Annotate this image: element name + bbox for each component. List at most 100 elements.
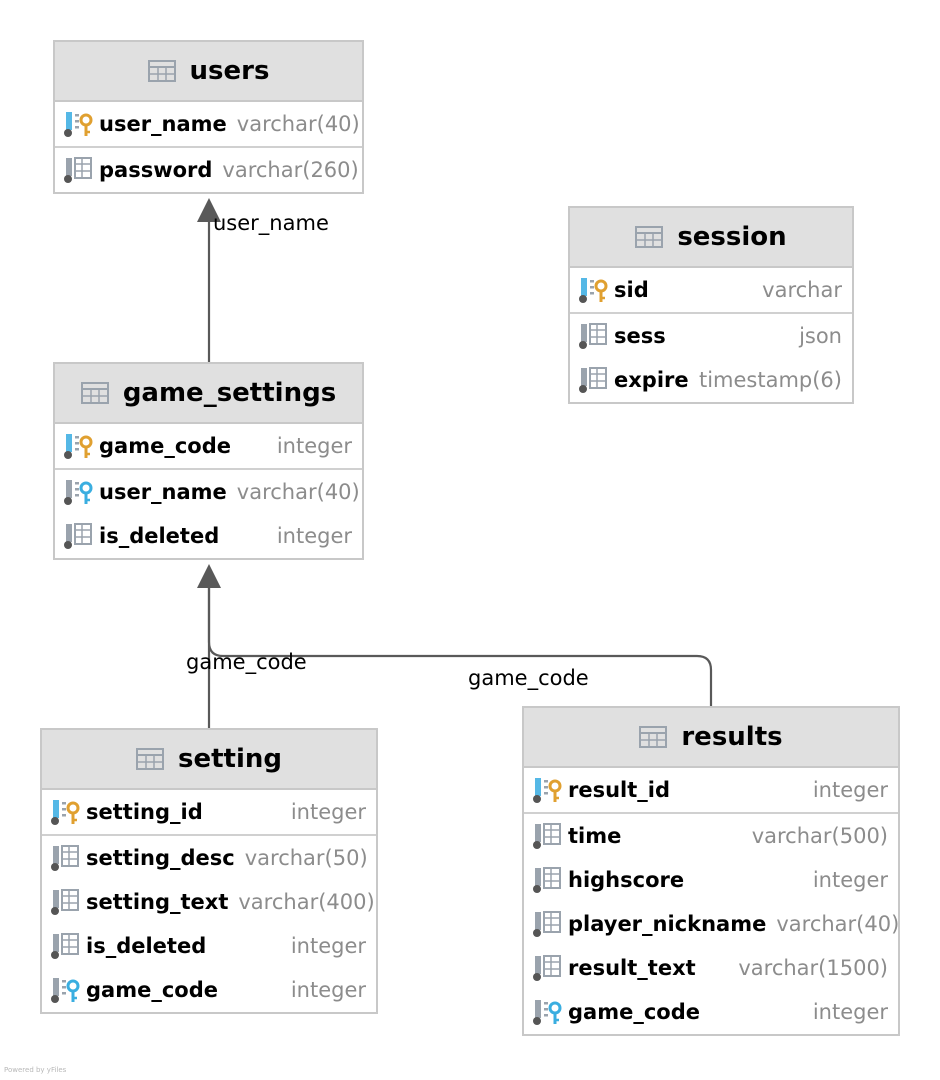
column-row-sess[interactable]: sess json [570,314,852,358]
column-type: integer [290,800,366,824]
arrowhead-game-settings [197,564,221,588]
column-name: result_text [568,956,696,980]
column-name: setting_text [86,890,229,914]
column-row-game-code[interactable]: game_code integer [55,424,362,468]
column-icon [532,866,564,894]
table-session[interactable]: session sid varchar sess json expire timesta… [568,206,854,404]
table-icon [639,726,668,748]
primary-key-icon [63,110,95,138]
primary-key-section: user_name varchar(40) [55,102,362,148]
column-row-sid[interactable]: sid varchar [570,268,852,312]
column-name: game_code [99,434,231,458]
table-header: session [570,208,852,268]
column-name: is_deleted [86,934,207,958]
column-icon [63,156,95,184]
column-icon [532,954,564,982]
foreign-key-icon [50,976,82,1004]
primary-key-section: setting_id integer [42,790,376,836]
column-row-user-name[interactable]: user_name varchar(40) [55,102,362,146]
table-header: setting [42,730,376,790]
edge-results-game-settings[interactable] [207,588,713,706]
column-row-user-name[interactable]: user_name varchar(40) [55,470,362,514]
column-type: integer [290,934,366,958]
column-type: varchar(1500) [738,956,888,980]
edge-label-setting-game-code: game_code [186,650,307,674]
column-type: integer [812,1000,888,1024]
column-type: integer [812,868,888,892]
column-row-game-code[interactable]: game_code integer [42,968,376,1012]
table-header: results [524,708,898,768]
column-name: user_name [99,480,227,504]
primary-key-icon [578,276,610,304]
table-header: users [55,42,362,102]
column-type: integer [812,778,888,802]
column-icon [63,522,95,550]
primary-key-icon [63,432,95,460]
column-row-setting-id[interactable]: setting_id integer [42,790,376,834]
table-title: game_settings [122,378,337,408]
column-row-is-deleted[interactable]: is_deleted integer [42,924,376,968]
column-name: is_deleted [99,524,220,548]
column-type: varchar(50) [244,846,368,870]
column-type: timestamp(6) [698,368,842,392]
column-icon [532,910,564,938]
column-section: sess json expire timestamp(6) [570,314,852,402]
column-type: varchar(40) [236,480,360,504]
table-title: setting [178,744,282,774]
powered-by-footer: Powered by yFiles [4,1066,67,1074]
column-row-password[interactable]: password varchar(260) [55,148,362,192]
column-type: varchar [762,278,842,302]
column-type: integer [276,524,352,548]
column-name: result_id [568,778,671,802]
column-name: sid [614,278,649,302]
column-type: varchar(40) [776,912,900,936]
column-row-result-text[interactable]: result_text varchar(1500) [524,946,898,990]
primary-key-section: sid varchar [570,268,852,314]
column-name: password [99,158,213,182]
column-type: varchar(260) [222,158,359,182]
table-icon [136,748,164,770]
table-title: results [681,722,783,752]
table-users[interactable]: users user_name varchar(40) password varch… [53,40,364,194]
primary-key-section: result_id integer [524,768,898,814]
foreign-key-icon [532,998,564,1026]
table-header: game_settings [55,364,362,424]
column-type: varchar(400) [238,890,375,914]
column-name: sess [614,324,666,348]
column-icon [532,822,564,850]
primary-key-section: game_code integer [55,424,362,470]
column-row-result-id[interactable]: result_id integer [524,768,898,812]
edge-label-results-game-code: game_code [468,666,589,690]
column-type: integer [276,434,352,458]
column-icon [50,844,82,872]
table-icon [147,60,176,82]
column-name: user_name [99,112,227,136]
column-type: integer [290,978,366,1002]
table-icon [635,226,664,248]
column-icon [50,888,82,916]
column-name: setting_id [86,800,203,824]
column-type: varchar(500) [751,824,888,848]
column-name: expire [614,368,689,392]
column-type: json [799,324,842,348]
column-row-setting-text[interactable]: setting_text varchar(400) [42,880,376,924]
column-icon [578,322,610,350]
column-row-expire[interactable]: expire timestamp(6) [570,358,852,402]
column-name: game_code [86,978,218,1002]
column-row-is-deleted[interactable]: is_deleted integer [55,514,362,558]
column-icon [578,366,610,394]
edge-label-user-name: user_name [213,211,329,235]
column-type: varchar(40) [236,112,360,136]
column-icon [50,932,82,960]
